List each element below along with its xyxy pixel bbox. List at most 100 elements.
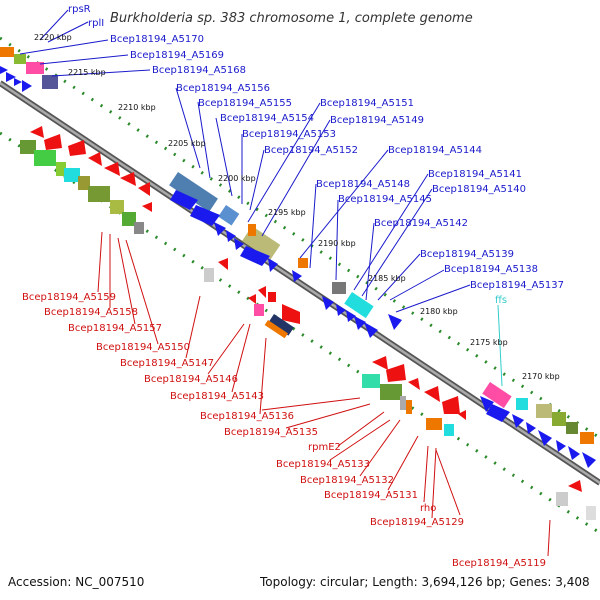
scale-label: 2195 kbp [268, 208, 306, 217]
topology-text: Topology: circular; Length: 3,694,126 bp… [259, 575, 590, 589]
gene-arrow-red [142, 202, 152, 212]
gene-arrow-blue [364, 322, 378, 338]
gene-arrow-blue [388, 314, 402, 330]
gene-feature-gray [134, 222, 144, 234]
gene-feature-lightgray [204, 268, 214, 282]
gene-feature-green [122, 212, 136, 226]
gene-arrow-red [386, 364, 406, 382]
gene-label: Bcep18194_A5145 [338, 194, 432, 205]
gene-arrow-blue [170, 190, 198, 210]
gene-label: Bcep18194_A5144 [388, 145, 482, 156]
gene-feature-navy [268, 313, 294, 336]
gene-label: Bcep18194_A5140 [432, 184, 526, 195]
gene-label: Bcep18194_A5150 [96, 342, 190, 353]
gene-label: Bcep18194_A5135 [224, 427, 318, 438]
gene-label: rpsR [68, 4, 91, 15]
gene-label: Bcep18194_A5153 [242, 129, 336, 140]
gene-arrow-blue [234, 238, 244, 250]
gene-feature-slate [42, 75, 58, 89]
gene-label: Bcep18194_A5141 [428, 169, 522, 180]
gene-label: Bcep18194_A5159 [22, 292, 116, 303]
forward-label-leaders [19, 9, 471, 313]
gene-label: Bcep18194_A5152 [264, 145, 358, 156]
gene-arrow-red [424, 386, 440, 402]
gene-arrow-red [568, 480, 582, 492]
gene-arrow-blue [526, 422, 536, 434]
gene-arrow-blue [292, 270, 302, 282]
scale-label: 2185 kbp [368, 274, 406, 283]
reverse-strand-features [20, 126, 596, 520]
gene-feature-orange [580, 432, 594, 444]
gene-arrow-blue [480, 396, 494, 412]
gene-arrow-blue [0, 66, 8, 74]
forward-strand-features [0, 47, 596, 468]
gene-feature-cyan [444, 424, 454, 436]
gene-feature-orange [406, 400, 412, 414]
gene-label: Bcep18194_A5132 [300, 475, 394, 486]
gene-feature-pink [26, 62, 44, 74]
gene-feature-pink [482, 382, 512, 409]
gene-arrow-red [218, 258, 228, 270]
gene-label: Bcep18194_A5151 [320, 98, 414, 109]
gene-arrow-red [248, 294, 256, 304]
gene-feature-lightgray [556, 492, 568, 506]
gene-feature-lightgray [586, 506, 596, 520]
gene-label: Bcep18194_A5139 [420, 249, 514, 260]
gene-feature-steelblue [218, 205, 240, 226]
gene-label: rho [420, 503, 436, 514]
gene-arrow-blue [240, 246, 270, 266]
accession-text: Accession: NC_007510 [8, 575, 144, 589]
upper-tick-track [0, 36, 600, 440]
gene-feature-olive [20, 140, 36, 154]
gene-feature-green [14, 54, 26, 64]
gene-feature-khaki [536, 404, 552, 418]
reverse-labels: Bcep18194_A5159 Bcep18194_A5158 Bcep1819… [22, 292, 546, 569]
gene-label: Bcep18194_A5137 [470, 280, 564, 291]
rna-label-leaders [497, 304, 503, 387]
gene-feature-orange [426, 418, 442, 430]
gene-feature-green [56, 162, 66, 176]
gene-label: rpmE2 [308, 442, 341, 453]
scale-label: 2180 kbp [420, 307, 458, 316]
gene-arrow-red [372, 356, 388, 370]
gene-label: Bcep18194_A5154 [220, 113, 314, 124]
gene-arrow-red [408, 378, 420, 390]
gene-arrow-blue [512, 414, 524, 428]
gene-label: Bcep18194_A5156 [176, 83, 270, 94]
gene-feature-orange [298, 258, 308, 268]
reverse-label-leaders [97, 231, 551, 557]
gene-label: rplI [88, 18, 104, 29]
scale-label: 2200 kbp [218, 174, 256, 183]
gene-arrow-blue [556, 440, 566, 452]
gene-feature-gray [400, 396, 406, 410]
gene-arrow-red [442, 396, 460, 414]
gene-feature-olive [78, 176, 90, 190]
gene-label: Bcep18194_A5142 [374, 218, 468, 229]
gene-feature-green [34, 150, 56, 166]
gene-label: Bcep18194_A5136 [200, 411, 294, 422]
gene-arrow-blue [486, 404, 510, 422]
gene-feature-red [268, 292, 276, 302]
gene-feature-olive [88, 186, 110, 202]
gene-arrow-blue [568, 446, 580, 460]
gene-feature-cyan [64, 168, 80, 182]
gene-arrow-red [68, 140, 86, 156]
gene-feature-olive [380, 384, 402, 400]
gene-label: Bcep18194_A5169 [130, 50, 224, 61]
forward-labels: rpsR rplI Bcep18194_A5170 Bcep18194_A516… [68, 4, 564, 291]
scale-label: 2205 kbp [168, 139, 206, 148]
gene-arrow-red [88, 152, 102, 166]
gene-arrow-blue [14, 78, 22, 86]
gene-arrow-blue [582, 452, 596, 468]
gene-label: Bcep18194_A5158 [44, 307, 138, 318]
gene-arrow-blue [336, 304, 346, 316]
gene-feature-cyan [344, 291, 374, 319]
gene-arrow-blue [190, 205, 220, 226]
gene-feature-orange [264, 319, 288, 339]
gene-arrow-blue [22, 80, 32, 92]
rna-label: ffs [495, 295, 507, 306]
gene-label: Bcep18194_A5133 [276, 459, 370, 470]
gene-arrow-red [44, 134, 62, 150]
gene-arrow-blue [538, 430, 552, 446]
